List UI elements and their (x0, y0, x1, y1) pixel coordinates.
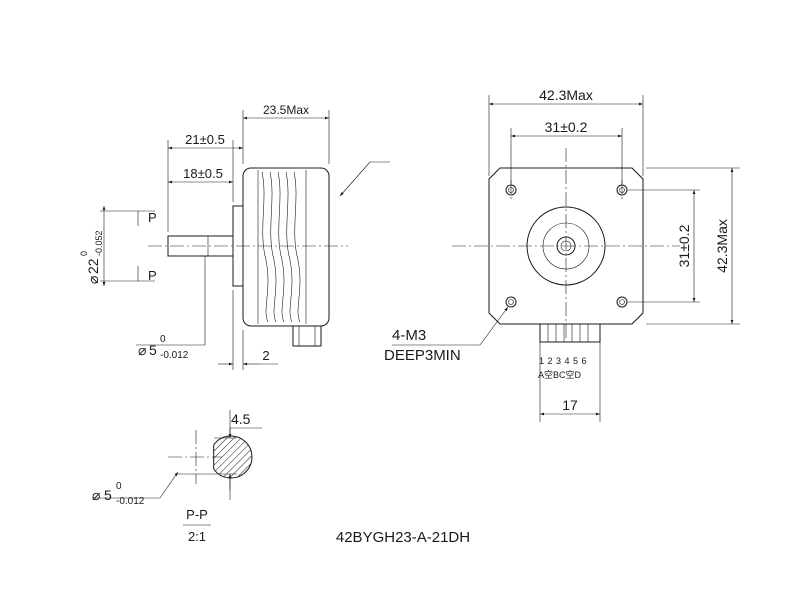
thread-callout-size: 4-M3 (392, 327, 426, 344)
front-body-outline (488, 167, 644, 325)
dim-body-length: 23.5Max (263, 103, 309, 117)
dim-flange: 2 (262, 348, 269, 363)
section-label: P-P (186, 507, 208, 522)
svg-text:⌀: ⌀ (138, 342, 146, 358)
section-tol-upper: 0 (116, 481, 122, 492)
boss-tol-lower: -0.052 (94, 230, 104, 256)
model-number: 42BYGH23-A-21DH (336, 529, 470, 546)
connector-wire-labels: A空BC空D (538, 369, 582, 380)
shaft-diameter: 5 (149, 342, 157, 358)
thread-callout-depth: DEEP3MIN (384, 347, 461, 364)
connector-pin-numbers: 1 2 3 4 5 6 (539, 356, 587, 366)
section-view: 4.5 ⌀ 5 0 -0.012 P-P 2:1 (92, 410, 262, 544)
dim-hole-spacing-v: 31±0.2 (676, 224, 692, 267)
section-shaft-diameter: 5 (104, 487, 112, 503)
dim-flat: 4.5 (231, 411, 251, 427)
section-tol-lower: -0.012 (116, 496, 145, 507)
boss-diameter: 22 (85, 258, 101, 274)
dim-connector: 17 (562, 397, 578, 413)
shaft-tol-lower: -0.012 (160, 350, 189, 361)
mounting-holes (505, 184, 628, 308)
dim-front-width: 42.3Max (539, 87, 593, 103)
dim-shaft-21: 21±0.5 (185, 132, 225, 147)
motor-body-outline (242, 167, 330, 327)
dim-hole-spacing-h: 31±0.2 (545, 119, 588, 135)
svg-text:⌀: ⌀ (92, 487, 100, 503)
side-view: 23.5Max 21±0.5 18±0.5 P P ⌀ 22 0 -0.052 (79, 103, 390, 370)
dim-shaft-18: 18±0.5 (183, 166, 223, 181)
section-marker-top: P (148, 210, 157, 225)
svg-text:⌀: ⌀ (85, 276, 101, 284)
d-shaft-section (213, 435, 253, 479)
shaft-tol-upper: 0 (160, 334, 166, 345)
stator-laminations (257, 170, 307, 324)
section-marker-bottom: P (148, 268, 157, 283)
front-view: 42.3Max 31±0.2 31±0.2 42.3Max 4-M3 DEEP3… (384, 87, 740, 422)
dim-front-height: 42.3Max (714, 219, 730, 273)
front-connector (539, 323, 601, 343)
boss-tol-upper: 0 (79, 251, 89, 256)
section-scale: 2:1 (188, 529, 206, 544)
rear-connector (292, 325, 322, 347)
